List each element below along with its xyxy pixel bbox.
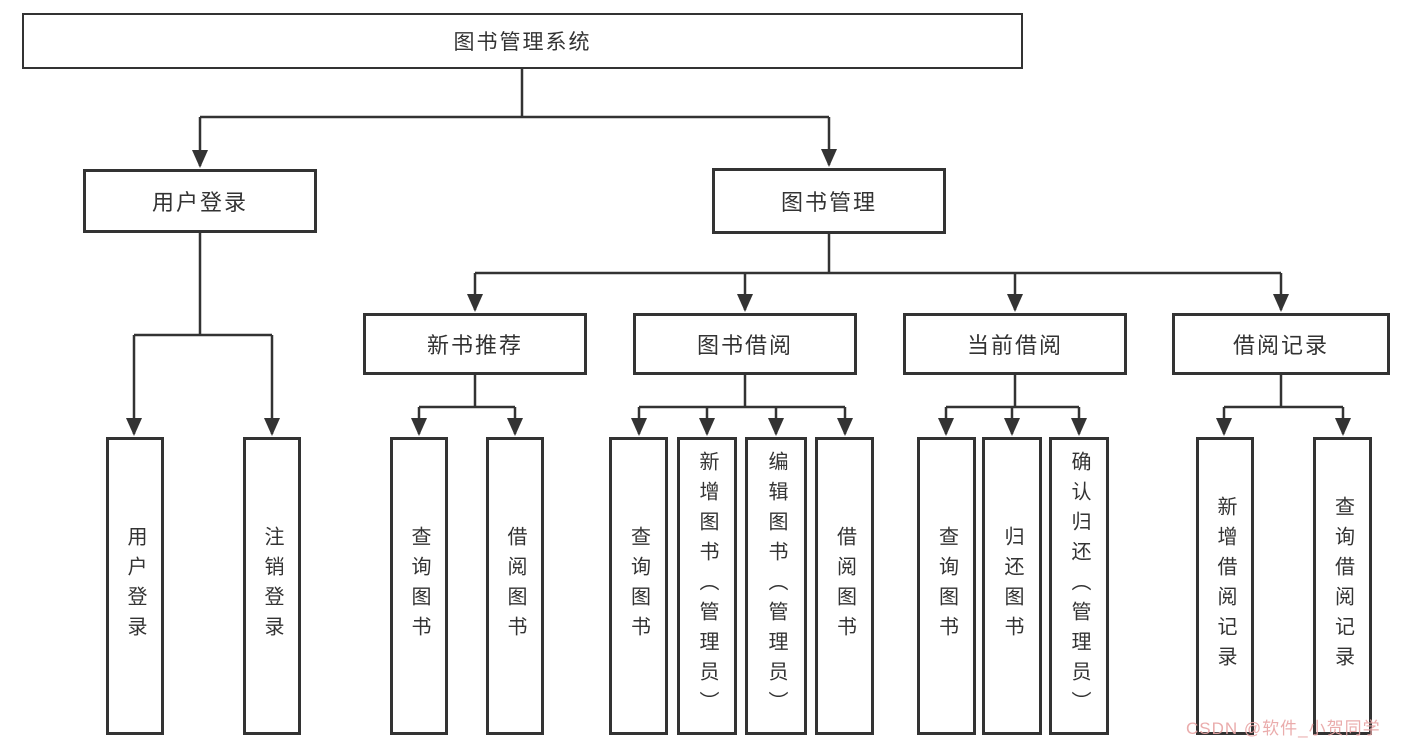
node-label: 当前借阅	[966, 333, 1063, 358]
node-label: 查询图书	[627, 526, 650, 646]
leaf-query-borrow-record: 查询借阅记录	[1313, 437, 1372, 735]
trunk-book-mgmt	[475, 234, 1281, 275]
trunk-book-borrow	[639, 375, 845, 409]
node-current-borrowing: 当前借阅	[903, 313, 1127, 375]
node-book-management: 图书管理	[712, 168, 946, 234]
node-label: 新增图书（管理员）	[696, 451, 718, 721]
node-label: 查询图书	[935, 526, 958, 646]
leaf-return-books: 归还图书	[982, 437, 1042, 735]
node-label: 图书管理系统	[453, 31, 592, 54]
trunk-current-borrow	[946, 375, 1079, 409]
trunk-root	[200, 69, 829, 119]
node-label: 编辑图书（管理员）	[765, 451, 787, 721]
leaf-logout: 注销登录	[243, 437, 301, 735]
node-label: 用户登录	[151, 190, 248, 215]
node-label: 归还图书	[1001, 526, 1023, 646]
leaf-query-books-2: 查询图书	[609, 437, 668, 735]
node-label: 图书借阅	[696, 333, 793, 358]
leaf-query-books-1: 查询图书	[390, 437, 448, 735]
node-label: 查询借阅记录	[1331, 496, 1354, 676]
node-book-borrowing: 图书借阅	[633, 313, 857, 375]
leaf-add-borrow-record: 新增借阅记录	[1196, 437, 1254, 735]
node-label: 确认归还（管理员）	[1068, 451, 1090, 721]
leaf-confirm-return-admin: 确认归还（管理员）	[1049, 437, 1109, 735]
node-label: 借阅图书	[504, 526, 526, 646]
node-label: 图书管理	[780, 190, 877, 215]
node-label: 查询图书	[408, 526, 430, 646]
leaf-borrow-books-2: 借阅图书	[815, 437, 874, 735]
trunk-user-login	[134, 233, 272, 337]
trunk-borrow-records	[1224, 375, 1343, 409]
node-label: 借阅记录	[1232, 333, 1329, 358]
csdn-watermark: CSDN @软件_小贺同学	[1186, 719, 1381, 738]
leaf-add-books-admin: 新增图书（管理员）	[677, 437, 737, 735]
leaf-user-login: 用户登录	[106, 437, 164, 735]
node-root-system: 图书管理系统	[22, 13, 1023, 69]
node-new-book-recommend: 新书推荐	[363, 313, 587, 375]
node-borrowing-records: 借阅记录	[1172, 313, 1390, 375]
node-label: 用户登录	[124, 526, 146, 646]
leaf-edit-books-admin: 编辑图书（管理员）	[745, 437, 807, 735]
node-label: 新书推荐	[426, 333, 523, 358]
leaf-query-books-3: 查询图书	[917, 437, 976, 735]
node-user-login: 用户登录	[83, 169, 317, 233]
trunk-new-books	[419, 375, 515, 409]
node-label: 借阅图书	[833, 526, 856, 646]
node-label: 注销登录	[261, 526, 283, 646]
node-label: 新增借阅记录	[1214, 496, 1236, 676]
leaf-borrow-books-1: 借阅图书	[486, 437, 544, 735]
